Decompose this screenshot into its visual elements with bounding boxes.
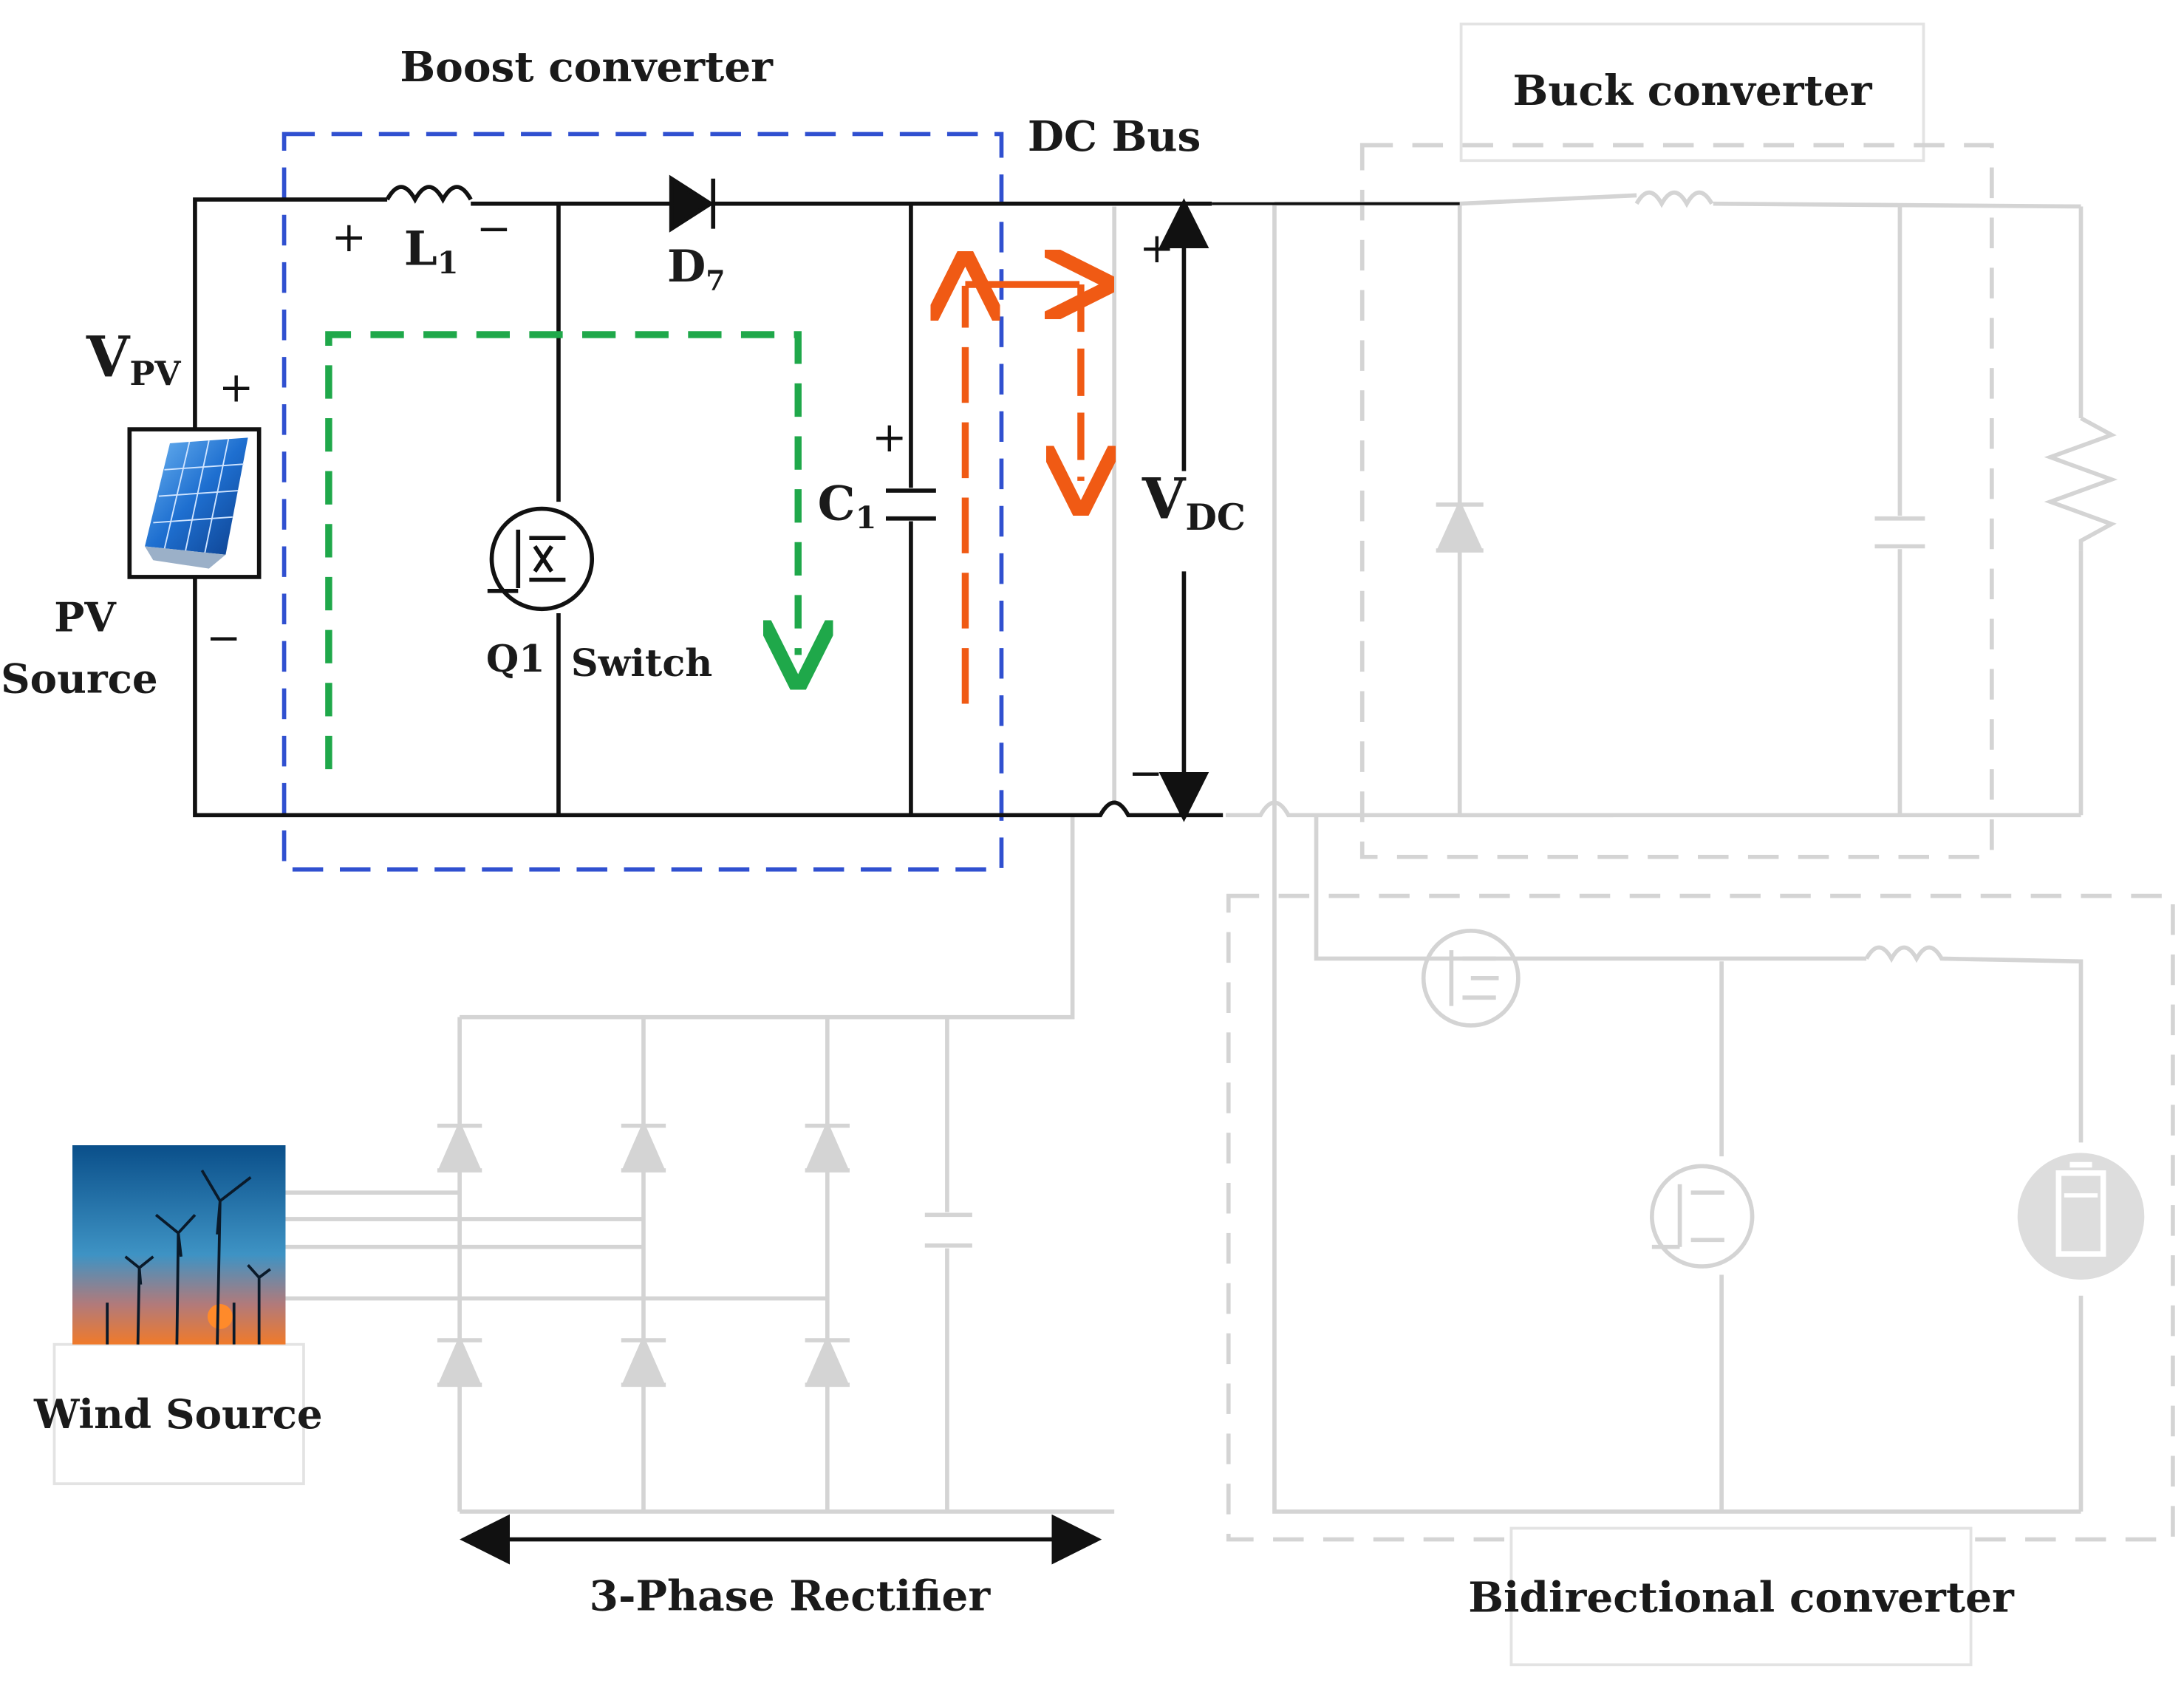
rectifier-diode-3 xyxy=(805,1120,850,1173)
capacitor-discharge-path xyxy=(965,284,1080,704)
l1-label: L1 xyxy=(404,222,459,281)
wind-source-label: Wind Source xyxy=(33,1390,323,1438)
wind-source: Wind Source xyxy=(33,1145,323,1486)
inductor-charging-path xyxy=(325,331,798,770)
c1-label: C1 xyxy=(818,477,877,536)
bidirectional-switch-1 xyxy=(1421,928,1521,1028)
three-phase-rectifier-label: 3-Phase Rectifier xyxy=(590,1572,992,1621)
vdc-label: VDC xyxy=(1142,466,1246,539)
buck-inductor xyxy=(1634,190,1714,208)
rectifier-diode-1 xyxy=(437,1120,482,1173)
bidirectional-label-box xyxy=(1509,1526,1973,1667)
d7-label: D7 xyxy=(667,240,726,296)
l1-minus-sign: − xyxy=(477,205,511,253)
rectifier-diode-6 xyxy=(805,1334,850,1388)
c1-plus-sign: + xyxy=(872,414,907,462)
vpv-label: VPV xyxy=(86,324,182,392)
l1-plus-sign: + xyxy=(332,214,366,262)
boost-circuit xyxy=(193,174,1460,818)
dc-bus-label: DC Bus xyxy=(1028,112,1201,161)
boost-converter-box xyxy=(281,132,1004,872)
rectifier-diode-2 xyxy=(621,1120,666,1173)
q1-label: Q1 xyxy=(486,637,545,681)
pv-minus-sign: − xyxy=(206,615,241,663)
buck-load-resistor xyxy=(2044,416,2118,551)
boost-converter-label: Boost converter xyxy=(400,43,774,92)
solar-panel-icon xyxy=(127,427,262,579)
three-phase-rectifier-section xyxy=(284,206,1116,1514)
igbt-switch-icon xyxy=(487,506,595,612)
vdc-plus-sign: + xyxy=(1139,225,1174,273)
bidirectional-converter-section xyxy=(1226,203,2175,1667)
switch-label: Switch xyxy=(571,641,712,686)
bidirectional-converter-label: Bidirectional converter xyxy=(1468,1574,2015,1622)
rectifier-diode-4 xyxy=(437,1334,482,1388)
buck-converter-section xyxy=(1359,22,2118,859)
pv-source-label-line2: Source xyxy=(1,655,158,702)
battery-icon xyxy=(2017,1153,2145,1280)
buck-converter-label: Buck converter xyxy=(1513,66,1873,115)
rectifier-diode-5 xyxy=(621,1334,666,1388)
bidirectional-inductor xyxy=(1864,945,2084,1143)
pv-plus-sign: + xyxy=(219,364,253,412)
inductor-l1 xyxy=(385,185,473,204)
bidirectional-switch-2 xyxy=(1650,1164,1755,1269)
buck-converter-box xyxy=(1359,143,1994,859)
pv-source-label-line1: PV xyxy=(54,593,117,641)
diode-d7 xyxy=(669,174,714,233)
buck-label-box xyxy=(1459,22,1925,163)
buck-diode xyxy=(1436,499,1484,553)
vdc-minus-sign: − xyxy=(1128,750,1163,798)
wind-source-label-box xyxy=(52,1342,305,1486)
pv-bottom-wire xyxy=(193,576,1224,818)
pv-top-wire xyxy=(193,197,388,430)
